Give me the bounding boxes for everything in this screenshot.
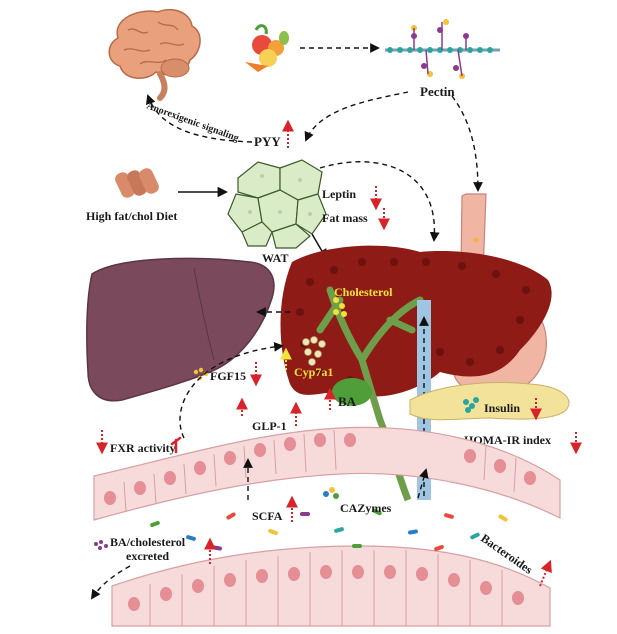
arrow-pectin-to-pyy bbox=[304, 91, 409, 142]
arrow-cazymes bbox=[417, 468, 429, 499]
scfa-label: SCFA bbox=[252, 509, 283, 523]
sausage-icon bbox=[115, 168, 159, 198]
fxr-receptor-icon bbox=[170, 436, 182, 454]
ba-excreted-label-1: BA/cholesterol bbox=[110, 535, 186, 549]
fgf15-label: FGF15 bbox=[210, 369, 246, 383]
fat-mass-label: Fat mass bbox=[322, 211, 368, 225]
cazymes-icon bbox=[323, 487, 339, 499]
anorexigenic-label: Anorexigenic signaling bbox=[145, 100, 240, 144]
cyp7a1-label: Cyp7a1 bbox=[294, 365, 333, 379]
intestine-epithelium-bottom bbox=[111, 545, 551, 627]
gut-microbes bbox=[150, 508, 508, 552]
cholesterol-label: Cholesterol bbox=[334, 285, 393, 299]
glp1-label: GLP-1 bbox=[252, 419, 287, 433]
pancreas bbox=[409, 382, 570, 421]
ba-excreted-label-2: excreted bbox=[126, 549, 169, 563]
wat-label: WAT bbox=[262, 251, 288, 265]
gallbladder bbox=[332, 378, 372, 406]
liver-red bbox=[280, 245, 552, 397]
liver-organ bbox=[86, 257, 275, 402]
pectin-label: Pectin bbox=[420, 84, 455, 99]
leptin-label: Leptin bbox=[322, 187, 356, 201]
pectin-polymer-icon bbox=[385, 19, 500, 79]
cazymes-label: CAZymes bbox=[340, 501, 392, 515]
ba-label: BA bbox=[338, 394, 357, 409]
arrow-fgf15-to-liver bbox=[179, 341, 284, 439]
arrow-anorexigenic bbox=[145, 94, 253, 143]
insulin-label: Insulin bbox=[484, 401, 520, 415]
arrow-excretion bbox=[90, 565, 131, 600]
cholesterol-icon bbox=[333, 297, 347, 317]
fruit-vegetable-icon bbox=[245, 24, 289, 72]
pyy-label: PYY bbox=[254, 134, 281, 149]
homa-label: HOMA-IR index bbox=[464, 433, 551, 447]
wat-cluster bbox=[227, 159, 327, 249]
arrow-pectin-to-gut bbox=[451, 95, 483, 192]
bacteroides-up-arrow bbox=[539, 559, 552, 587]
bile-acid-droplets bbox=[302, 336, 326, 366]
brain-icon bbox=[108, 8, 201, 101]
fxr-label: FXR activity bbox=[110, 441, 176, 455]
diet-label: High fat/chol Diet bbox=[86, 209, 177, 223]
excreted-dots-icon bbox=[94, 540, 108, 550]
arrow-wat-to-pancreas bbox=[319, 161, 440, 242]
intestine-epithelium-top bbox=[93, 426, 561, 521]
